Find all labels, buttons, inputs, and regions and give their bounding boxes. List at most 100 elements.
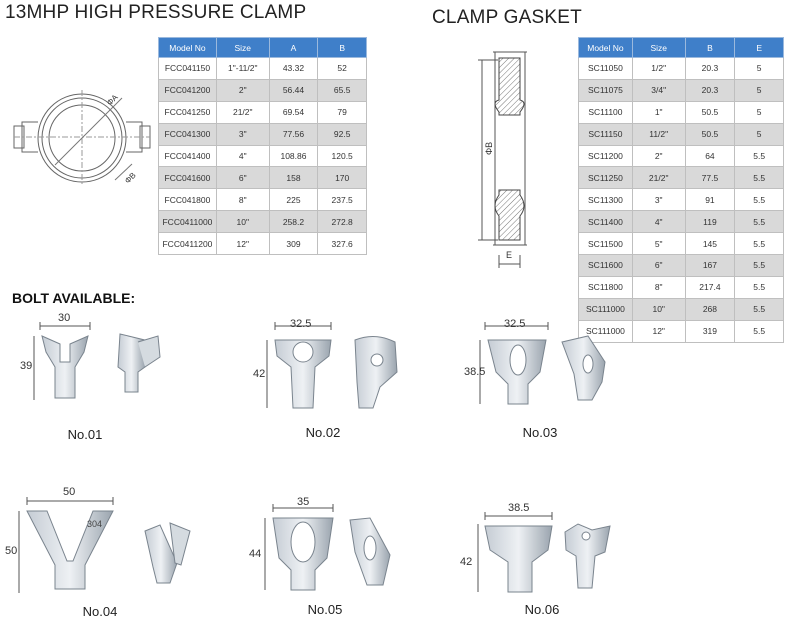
clamp-cell: 120.5	[317, 144, 367, 168]
gasket-cell: SC11500	[578, 232, 633, 256]
clamp-cell: 43.32	[268, 57, 319, 80]
gasket-cell: SC11100	[578, 100, 633, 124]
clamp-cell: 56.44	[268, 78, 319, 102]
gasket-cell: 167	[684, 254, 736, 277]
clamp-cell: 309	[268, 232, 319, 256]
clamp-label-b: ΦB	[123, 171, 138, 186]
clamp-cell: 327.6	[317, 232, 367, 256]
clamp-cell: 237.5	[317, 188, 367, 212]
gasket-cell: 5.5	[734, 144, 784, 168]
gasket-cell: 8"	[631, 275, 686, 299]
clamp-cell: 1"-11/2"	[215, 57, 270, 80]
clamp-header-cell: Model No	[158, 37, 217, 58]
gasket-cell: 1"	[631, 100, 686, 124]
gasket-cell: 3/4"	[631, 78, 686, 102]
bolt-03-height: 38.5	[464, 366, 486, 378]
bolt-01-label: No.01	[67, 427, 103, 442]
bolt-04-stamp: 304	[87, 519, 102, 529]
bolt-item-03: 32.5 38.5 No.03	[464, 312, 640, 452]
bolt-item-02: 32.5 42 No.02	[253, 312, 425, 452]
bolt-04-label: No.04	[82, 604, 118, 619]
clamp-cell: 2"	[215, 78, 270, 102]
clamp-cell: 92.5	[317, 122, 367, 146]
bolt-item-01: 30 39 No.01	[20, 312, 190, 452]
clamp-cell: 77.56	[268, 122, 319, 146]
clamp-cell: 158	[268, 166, 319, 190]
clamp-label-a: ΦA	[105, 92, 120, 107]
clamp-cell: 6"	[215, 166, 270, 190]
gasket-header-cell: Size	[631, 37, 686, 58]
clamp-cell: 52	[317, 57, 367, 80]
gasket-cell: SC111000	[578, 319, 633, 343]
clamp-cell: FCC0411000	[158, 210, 217, 234]
clamp-cell: FCC041600	[158, 166, 217, 190]
clamp-cell: 108.86	[268, 144, 319, 168]
bolt-04-height: 50	[5, 545, 18, 557]
gasket-cell: SC11075	[578, 78, 633, 102]
gasket-cell: 91	[684, 188, 736, 212]
gasket-cell: 50.5	[684, 122, 736, 146]
clamp-diagram: ΦA ΦB	[13, 90, 151, 186]
clamp-cell: 10"	[215, 210, 270, 234]
clamp-cell: 65.5	[317, 78, 367, 102]
clamp-cell: 12"	[215, 232, 270, 256]
gasket-cell: 5"	[631, 232, 686, 256]
gasket-cell: SC11200	[578, 144, 633, 168]
bolt-06-label: No.06	[524, 602, 560, 617]
gasket-diagram: ΦB E	[478, 51, 527, 268]
bolt-06-drawing	[477, 512, 611, 593]
bolt-02-height: 42	[253, 368, 266, 380]
gasket-label-e: E	[506, 250, 512, 260]
gasket-cell: 2"	[631, 144, 686, 168]
gasket-cell: 10"	[631, 297, 686, 321]
clamp-cell: 8"	[215, 188, 270, 212]
bolt-05-width: 35	[297, 496, 310, 508]
clamp-header-cell: A	[268, 37, 319, 58]
gasket-cell: 5.5	[734, 297, 784, 321]
gasket-cell: SC11400	[578, 210, 633, 234]
bolt-04-drawing: 304	[18, 497, 191, 593]
clamp-cell: FCC041150	[158, 57, 217, 80]
gasket-cell: 217.4	[684, 275, 736, 299]
gasket-cell: 20.3	[684, 78, 736, 102]
gasket-header-cell: Model No	[578, 37, 633, 58]
bolt-02-drawing	[266, 322, 398, 409]
gasket-cell: 4"	[631, 210, 686, 234]
bolt-04-width: 50	[63, 486, 76, 498]
gasket-cell: 64	[684, 144, 736, 168]
gasket-cell: 5	[734, 78, 784, 102]
gasket-cell: SC111000	[578, 297, 633, 321]
gasket-cell: 1/2"	[631, 57, 686, 80]
bolt-02-label: No.02	[305, 425, 341, 440]
bolt-item-05: 35 44 No.05	[249, 490, 425, 624]
clamp-cell: FCC041250	[158, 100, 217, 124]
clamp-cell: 225	[268, 188, 319, 212]
clamp-cell: 79	[317, 100, 367, 124]
clamp-cell: FCC041800	[158, 188, 217, 212]
gasket-cell: SC11800	[578, 275, 633, 299]
clamp-title: 13MHP HIGH PRESSURE CLAMP	[5, 2, 307, 23]
clamp-cell: 21/2"	[215, 100, 270, 124]
gasket-cell: 3"	[631, 188, 686, 212]
gasket-cell: 77.5	[684, 166, 736, 190]
gasket-cell: 5	[734, 57, 784, 80]
gasket-cell: 5.5	[734, 188, 784, 212]
bolt-05-height: 44	[249, 548, 262, 560]
bolts-title: BOLT AVAILABLE:	[12, 290, 136, 306]
